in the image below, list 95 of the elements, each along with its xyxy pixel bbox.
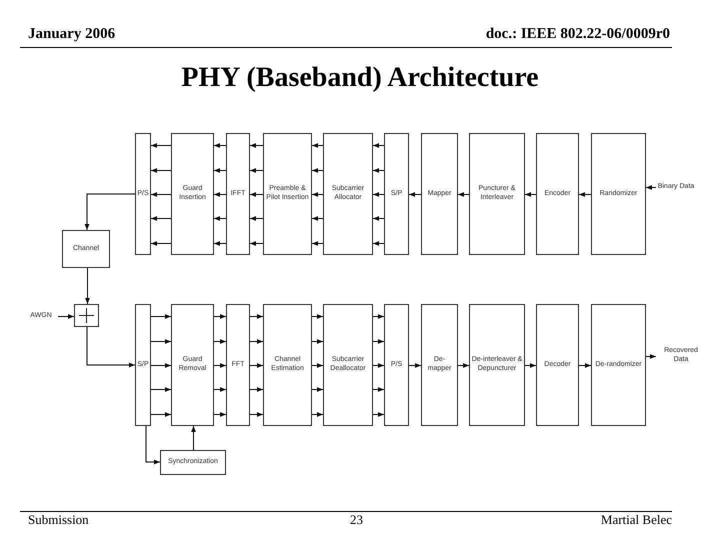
process-block [263, 133, 312, 255]
arrow [214, 387, 226, 392]
arrow [646, 185, 656, 190]
arrow [312, 168, 324, 173]
arrow [250, 143, 264, 148]
arrow [372, 143, 384, 148]
arrow [408, 192, 422, 197]
process-block [469, 133, 525, 255]
arrow [214, 314, 226, 319]
arrow [372, 363, 384, 368]
arrow [312, 216, 324, 221]
arrow [372, 339, 384, 344]
arrow [312, 339, 324, 344]
arrow [150, 339, 172, 344]
arrow [312, 192, 324, 197]
arrow [150, 363, 172, 368]
process-block [135, 304, 151, 426]
arrow [214, 412, 226, 417]
process-block [536, 304, 579, 426]
footer-label: Submission [28, 512, 89, 528]
adder-block [74, 304, 99, 327]
arrow [372, 192, 384, 197]
arrow [250, 314, 264, 319]
arrow [312, 363, 324, 368]
arrow [250, 192, 264, 197]
arrow [86, 326, 136, 368]
arrow [85, 268, 90, 304]
arrow [84, 194, 136, 230]
process-block [226, 304, 250, 426]
process-block [323, 133, 373, 255]
arrow [150, 241, 172, 246]
arrow [312, 314, 324, 319]
arrow [150, 387, 172, 392]
arrow [214, 339, 226, 344]
arrow [250, 412, 264, 417]
arrow [458, 192, 470, 197]
arrow [408, 363, 422, 368]
process-block [171, 304, 214, 426]
arrow [458, 363, 470, 368]
process-block [62, 230, 110, 268]
arrow [312, 241, 324, 246]
arrow [150, 216, 172, 221]
arrow [372, 412, 384, 417]
footer-author: Martial Belec [600, 512, 672, 528]
arrow [646, 354, 656, 359]
arrow [214, 216, 226, 221]
arrow [250, 241, 264, 246]
arrow [524, 192, 536, 197]
arrow [191, 426, 196, 450]
process-block [591, 304, 646, 426]
arrow [150, 168, 172, 173]
arrow [250, 216, 264, 221]
arrow [372, 241, 384, 246]
header-document-number: doc.: IEEE 802.22-06/0009r0 [486, 26, 670, 43]
slide-title: PHY (Baseband) Architecture [180, 62, 540, 94]
arrow [58, 314, 74, 319]
arrow [312, 143, 324, 148]
process-block [421, 133, 458, 255]
arrow [214, 143, 226, 148]
process-block [226, 133, 250, 255]
process-block [536, 133, 579, 255]
arrow [150, 192, 172, 197]
arrow [578, 363, 592, 368]
process-block [171, 133, 214, 255]
process-block [384, 133, 409, 255]
arrow [578, 192, 592, 197]
arrow [372, 387, 384, 392]
arrow [312, 387, 324, 392]
process-block [384, 304, 409, 426]
arrow [214, 192, 226, 197]
process-block [469, 304, 525, 426]
header-date: January 2006 [28, 26, 116, 43]
arrow [372, 216, 384, 221]
arrow [150, 412, 172, 417]
arrow [250, 168, 264, 173]
process-block [160, 450, 226, 475]
arrow [524, 363, 536, 368]
arrow [372, 314, 384, 319]
process-block [323, 304, 373, 426]
arrow [150, 314, 172, 319]
page-number: 23 [350, 512, 363, 528]
arrow [214, 363, 226, 368]
arrow [214, 241, 226, 246]
arrow [250, 363, 264, 368]
arrow [150, 143, 172, 148]
process-block [591, 133, 646, 255]
process-block [421, 304, 458, 426]
arrow [250, 387, 264, 392]
arrow [312, 412, 324, 417]
arrow [214, 168, 226, 173]
arrow [146, 426, 160, 464]
process-block [135, 133, 151, 255]
arrow [372, 168, 384, 173]
process-block [263, 304, 312, 426]
arrow [250, 339, 264, 344]
